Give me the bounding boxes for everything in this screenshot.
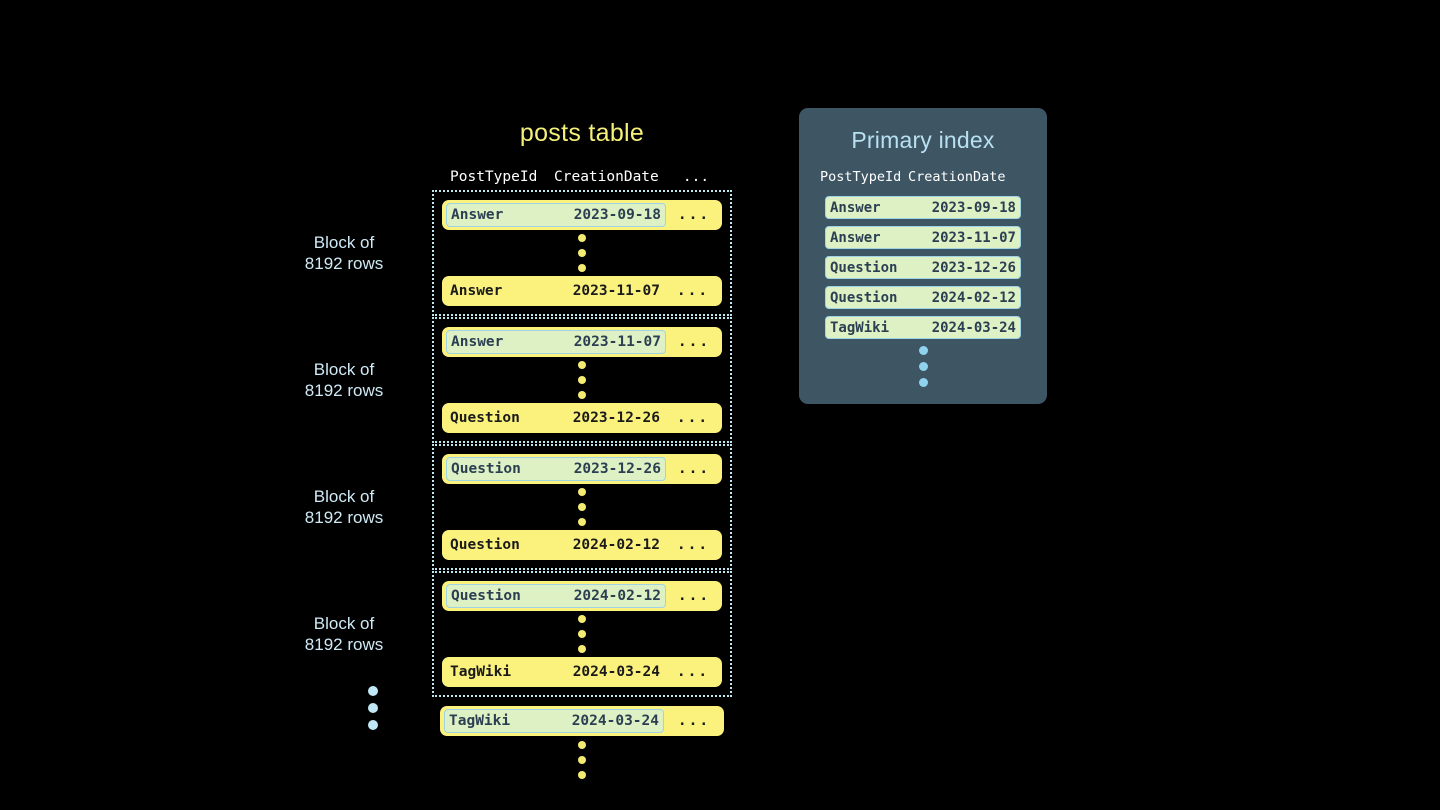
cell-posttypeid: TagWiki	[450, 664, 512, 680]
cell-ellipsis: ...	[676, 664, 710, 680]
index-row: Question 2023-12-26	[825, 256, 1021, 279]
primary-index-title: Primary index	[851, 127, 995, 153]
cell-ellipsis: ...	[677, 207, 711, 223]
cell-posttypeid: Question	[830, 289, 898, 306]
table-continues-group	[432, 736, 732, 784]
table-block: Block of 8192 rows Answer 2023-09-18 ...…	[305, 190, 732, 316]
cell-creationdate: 2023-11-07	[572, 283, 660, 299]
row-mark-highlight: Answer 2023-11-07	[446, 330, 666, 354]
blocks-continue-ellipsis-icon	[368, 686, 378, 730]
vertical-ellipsis-icon	[434, 484, 730, 530]
column-header-creationdate: CreationDate	[554, 169, 659, 185]
block-label: Block of 8192 rows	[304, 614, 384, 654]
cell-posttypeid: Question	[450, 410, 520, 426]
row-cells: Question 2024-02-12	[446, 533, 664, 557]
cell-creationdate: 2024-03-24	[571, 713, 659, 729]
row-mark-highlight: Question 2024-02-12	[446, 584, 666, 608]
vertical-ellipsis-icon	[434, 230, 730, 276]
row-cells: Answer 2023-11-07	[446, 279, 664, 303]
vertical-ellipsis-icon	[432, 736, 732, 784]
vertical-ellipsis-icon	[434, 611, 730, 657]
index-row: Question 2024-02-12	[825, 286, 1021, 309]
table-row: Question 2024-02-12 ...	[442, 581, 722, 611]
cell-ellipsis: ...	[677, 461, 711, 477]
cell-ellipsis: ...	[676, 537, 710, 553]
primary-index-rows: Answer 2023-09-18 Answer 2023-11-07 Ques…	[799, 196, 1047, 387]
cell-posttypeid: Question	[451, 461, 521, 477]
table-row: TagWiki 2024-03-24 ...	[442, 657, 722, 687]
cell-creationdate: 2023-11-07	[573, 334, 661, 350]
cell-creationdate: 2024-02-12	[572, 537, 660, 553]
cell-ellipsis: ...	[677, 588, 711, 604]
cell-creationdate: 2023-09-18	[931, 199, 1016, 216]
row-mark-highlight: TagWiki 2024-03-24	[444, 709, 664, 733]
column-header-creationdate: CreationDate	[908, 169, 1006, 185]
cell-ellipsis: ...	[676, 283, 710, 299]
table-row: Question 2023-12-26 ...	[442, 454, 722, 484]
block-label: Block of 8192 rows	[304, 487, 384, 527]
table-row: Answer 2023-11-07 ...	[442, 327, 722, 357]
primary-index-panel: Primary index PostTypeId CreationDate An…	[799, 108, 1047, 404]
cell-creationdate: 2024-03-24	[931, 319, 1016, 336]
cell-posttypeid: Question	[450, 537, 520, 553]
table-row: Answer 2023-11-07 ...	[442, 276, 722, 306]
index-row: TagWiki 2024-03-24	[825, 316, 1021, 339]
cell-creationdate: 2023-11-07	[931, 229, 1016, 246]
cell-creationdate: 2024-02-12	[573, 588, 661, 604]
cell-creationdate: 2024-03-24	[572, 664, 660, 680]
table-row: TagWiki 2024-03-24 ...	[440, 706, 724, 736]
table-row: Question 2023-12-26 ...	[442, 403, 722, 433]
cell-posttypeid: Question	[451, 588, 521, 604]
column-header-posttypeid: PostTypeId	[450, 169, 538, 185]
table-row: Question 2024-02-12 ...	[442, 530, 722, 560]
cell-creationdate: 2023-12-26	[573, 461, 661, 477]
index-row: Answer 2023-09-18	[825, 196, 1021, 219]
row-mark-highlight: Answer 2023-09-18	[446, 203, 666, 227]
cell-creationdate: 2023-12-26	[931, 259, 1016, 276]
table-block: Block of 8192 rows Question 2024-02-12 .…	[305, 571, 732, 697]
cell-posttypeid: Answer	[451, 207, 504, 223]
cell-posttypeid: TagWiki	[830, 319, 890, 336]
row-mark-highlight: Question 2023-12-26	[446, 457, 666, 481]
cell-creationdate: 2024-02-12	[931, 289, 1016, 306]
index-row: Answer 2023-11-07	[825, 226, 1021, 249]
cell-creationdate: 2023-09-18	[573, 207, 661, 223]
cell-ellipsis: ...	[676, 410, 710, 426]
index-continues-ellipsis-icon	[825, 346, 1021, 387]
table-row: Answer 2023-09-18 ...	[442, 200, 722, 230]
cell-posttypeid: Answer	[450, 283, 503, 299]
cell-posttypeid: Answer	[451, 334, 504, 350]
cell-posttypeid: Question	[830, 259, 898, 276]
cell-posttypeid: Answer	[830, 229, 881, 246]
row-cells: Question 2023-12-26	[446, 406, 664, 430]
block-label: Block of 8192 rows	[304, 360, 384, 400]
cell-posttypeid: TagWiki	[449, 713, 511, 729]
posts-table-group: posts table PostTypeId CreationDate ... …	[305, 118, 732, 784]
vertical-ellipsis-icon	[434, 357, 730, 403]
table-block: Block of 8192 rows Question 2023-12-26 .…	[305, 444, 732, 570]
cell-creationdate: 2023-12-26	[572, 410, 660, 426]
page-title: posts table	[519, 119, 645, 147]
cell-ellipsis: ...	[677, 334, 711, 350]
primary-index-column-headers: PostTypeId CreationDate	[799, 169, 1047, 185]
column-header-ellipsis: ...	[682, 169, 710, 185]
column-header-posttypeid: PostTypeId	[820, 169, 902, 185]
table-block: Block of 8192 rows Answer 2023-11-07 ...…	[305, 317, 732, 443]
row-cells: TagWiki 2024-03-24	[446, 660, 664, 684]
block-label: Block of 8192 rows	[304, 233, 384, 273]
cell-posttypeid: Answer	[830, 199, 881, 216]
trailing-row-group: TagWiki 2024-03-24 ...	[432, 706, 732, 736]
cell-ellipsis: ...	[677, 713, 711, 729]
posts-table-column-headers: PostTypeId CreationDate ...	[432, 164, 732, 190]
